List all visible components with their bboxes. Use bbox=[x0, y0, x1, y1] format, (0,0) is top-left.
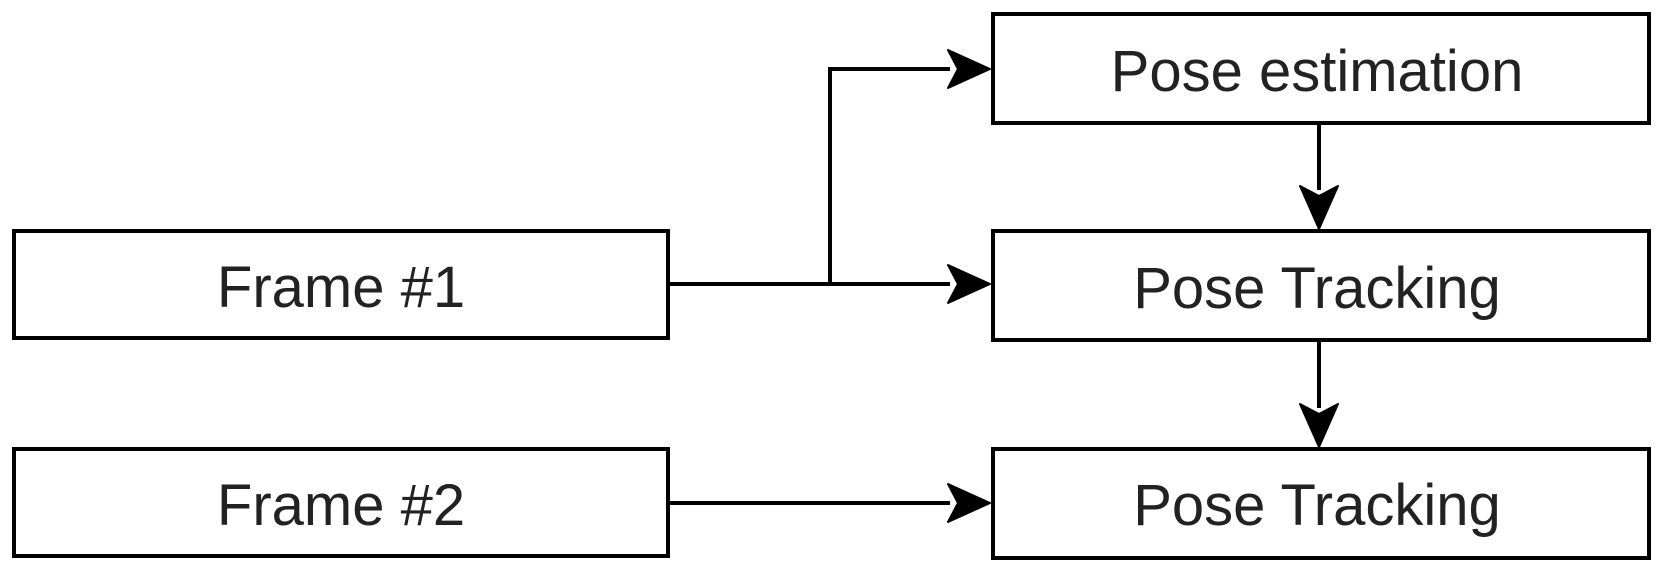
node-frame1: Frame #1 bbox=[12, 229, 670, 340]
node-frame2-label: Frame #2 bbox=[217, 473, 465, 538]
node-pose-tracking-1-label: Pose Tracking bbox=[1133, 256, 1501, 321]
edge-pose-tracking-1-to-pose-tracking-2 bbox=[1299, 340, 1339, 448]
node-pose-tracking-2: Pose Tracking bbox=[991, 447, 1651, 560]
node-frame1-label: Frame #1 bbox=[217, 255, 465, 320]
node-pose-estimation: Pose estimation bbox=[991, 12, 1651, 125]
edge-frame1-to-pose-estimation bbox=[668, 49, 991, 286]
edge-pose-estimation-to-pose-tracking-1 bbox=[1299, 123, 1339, 230]
arrowhead-icon bbox=[1299, 403, 1339, 448]
arrowhead-icon bbox=[947, 483, 991, 523]
edge-frame1-to-pose-tracking-1 bbox=[668, 264, 991, 304]
node-pose-estimation-label: Pose estimation bbox=[1111, 39, 1524, 104]
arrowhead-icon bbox=[947, 49, 991, 89]
node-pose-tracking-1: Pose Tracking bbox=[991, 229, 1651, 342]
edge-frame2-to-pose-tracking-2 bbox=[668, 483, 991, 523]
node-frame2: Frame #2 bbox=[12, 447, 670, 558]
node-pose-tracking-2-label: Pose Tracking bbox=[1133, 473, 1501, 538]
arrowhead-icon bbox=[1299, 185, 1339, 230]
arrowhead-icon bbox=[947, 264, 991, 304]
